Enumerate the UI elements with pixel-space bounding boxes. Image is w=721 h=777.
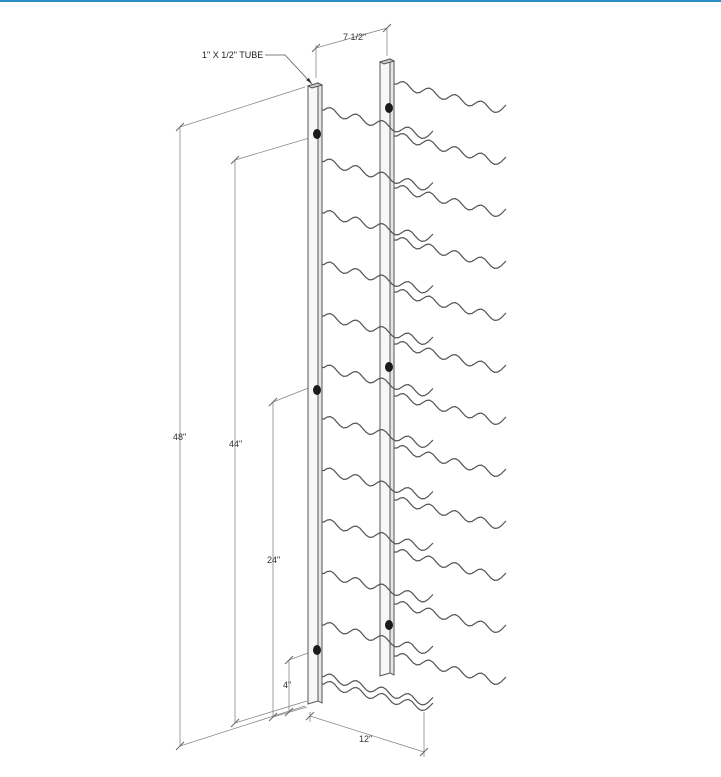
back-rack-arm: [391, 184, 507, 218]
dimension-44-label: 44": [229, 439, 242, 449]
front-rack-arm: [318, 261, 434, 294]
front-rack-arm: [318, 518, 434, 552]
mounting-hole: [385, 362, 393, 372]
back-tube: [378, 58, 396, 677]
front-rack-arm: [318, 106, 434, 140]
mounting-hole: [313, 645, 321, 655]
front-rack-arm: [318, 209, 434, 243]
front-rack-arm: [318, 621, 434, 655]
front-rack-arm: [318, 415, 434, 449]
front-rack-arm: [318, 364, 434, 397]
back-rack-arm: [391, 80, 507, 114]
front-rack-arm: [318, 680, 434, 712]
callout-arrowhead: [306, 78, 312, 84]
front-tube-cap: [306, 82, 324, 89]
back-rack-arm: [391, 444, 507, 478]
dimension-ticks: [175, 23, 429, 757]
back-tube-cap: [378, 58, 396, 65]
dimension-48-label: 48": [173, 432, 186, 442]
front-rack-arms: [318, 106, 434, 712]
back-rack-arm: [391, 288, 507, 322]
mounting-hole: [385, 103, 393, 113]
mounting-hole: [313, 129, 321, 139]
back-rack-arms: [391, 80, 507, 686]
dimension-7-5-label: 7 1/2": [343, 32, 366, 42]
back-rack-arm: [391, 132, 507, 166]
front-rack-arm: [318, 570, 434, 603]
front-rack-arm: [318, 673, 434, 706]
tube-size-label: 1" X 1/2" TUBE: [202, 50, 263, 60]
dimension-24-label: 24": [267, 555, 280, 565]
dimension-12-label: 12": [359, 734, 372, 744]
back-rack-arm: [391, 600, 507, 634]
front-rack-arm: [318, 467, 434, 500]
back-rack-arm: [391, 496, 507, 530]
back-rack-arm: [391, 236, 507, 270]
dimension-4-label: 4": [283, 680, 291, 690]
back-rack-arm: [391, 548, 507, 582]
back-rack-arm: [391, 340, 507, 374]
top-accent-rule: [0, 0, 721, 2]
front-tube: [306, 82, 324, 705]
tube-callout-leader: [265, 54, 313, 85]
front-rack-arm: [318, 312, 434, 346]
mounting-hole: [385, 620, 393, 630]
back-rack-arm: [391, 392, 507, 426]
back-rack-arm: [391, 652, 507, 686]
mounting-hole: [313, 385, 321, 395]
dimension-lines: [179, 27, 425, 757]
front-rack-arm: [318, 158, 434, 191]
